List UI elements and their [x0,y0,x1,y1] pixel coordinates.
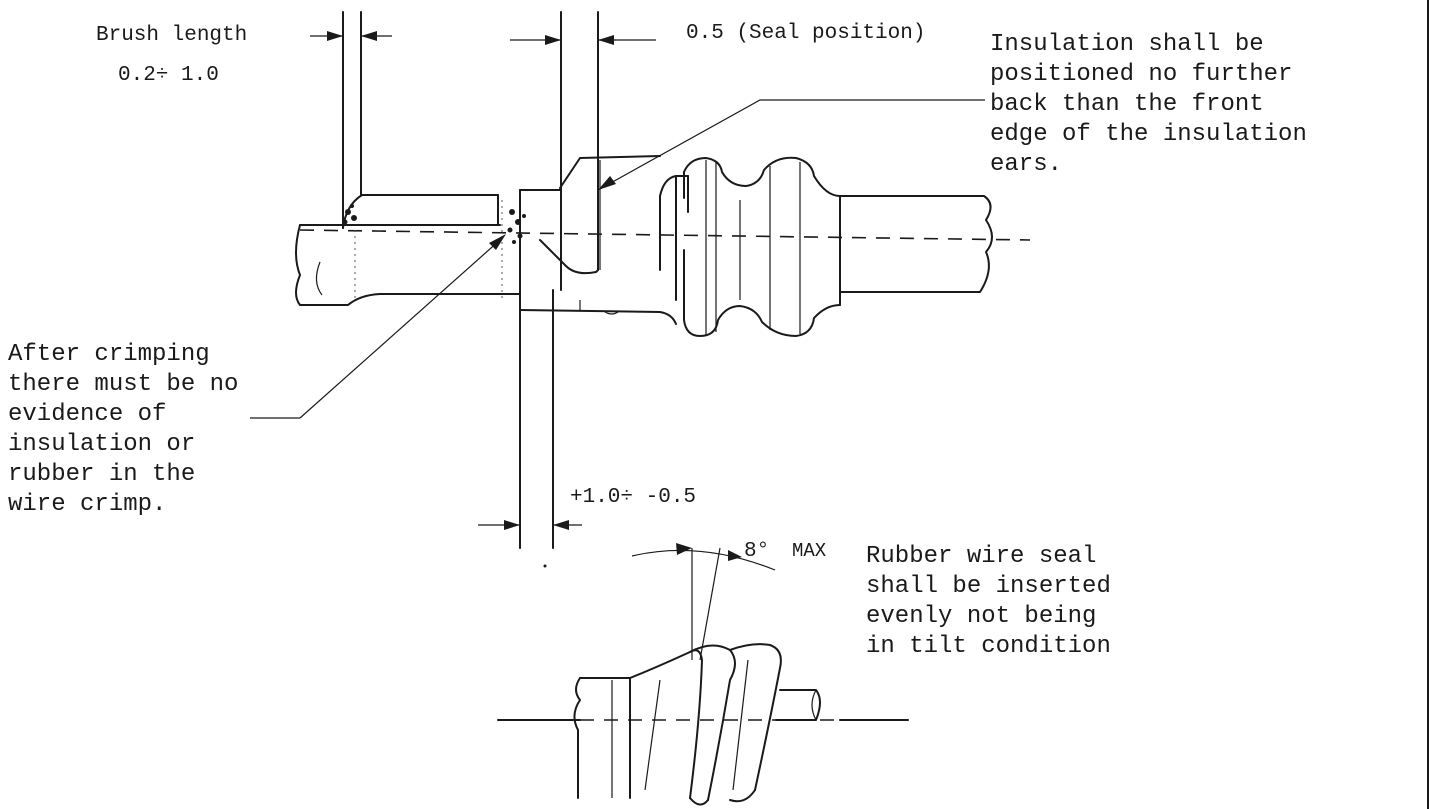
insulation-note-line-3: back than the front [990,91,1264,118]
angle-dimension [631,543,776,661]
seal-note-line-2: shall be inserted [866,573,1111,600]
insulation-note: Insulation shall be positioned no furthe… [990,31,1307,178]
tilted-seal-view [497,643,909,806]
crimp-note-line-6: wire crimp. [8,491,166,518]
tolerance-dimension [478,289,582,568]
tolerance-label: +1.0÷ -0.5 [570,486,696,509]
crimp-note-line-2: there must be no [8,371,238,398]
insulation-note-line-1: Insulation shall be [990,31,1264,58]
angle-value: 8° [744,540,769,563]
brush-length-label: Brush length [96,24,247,47]
insulation-note-line-2: positioned no further [990,61,1292,88]
insulation-note-line-4: edge of the insulation [990,121,1307,148]
angle-max: MAX [792,540,827,562]
seal-note: Rubber wire seal shall be inserted evenl… [866,543,1111,660]
insulation-note-line-5: ears. [990,151,1062,178]
crimp-note-line-1: After crimping [8,341,210,368]
crimp-side-view [295,11,1031,337]
brush-length-dimension [310,31,392,41]
crimp-note-leader [250,234,506,419]
seal-note-line-3: evenly not being [866,603,1096,630]
seal-note-line-1: Rubber wire seal [866,543,1096,570]
crimp-note-line-3: evidence of [8,401,166,428]
brush-fibers [342,204,526,244]
crimp-note-line-5: rubber in the [8,461,195,488]
seal-position-dimension [510,35,656,45]
seal-position-label: 0.5 (Seal position) [686,22,925,45]
brush-length-range: 0.2÷ 1.0 [118,64,219,87]
seal-note-line-4: in tilt condition [866,633,1111,660]
crimp-note-line-4: insulation or [8,431,195,458]
insulation-note-leader [597,99,985,191]
crimp-note: After crimping there must be no evidence… [8,341,238,518]
